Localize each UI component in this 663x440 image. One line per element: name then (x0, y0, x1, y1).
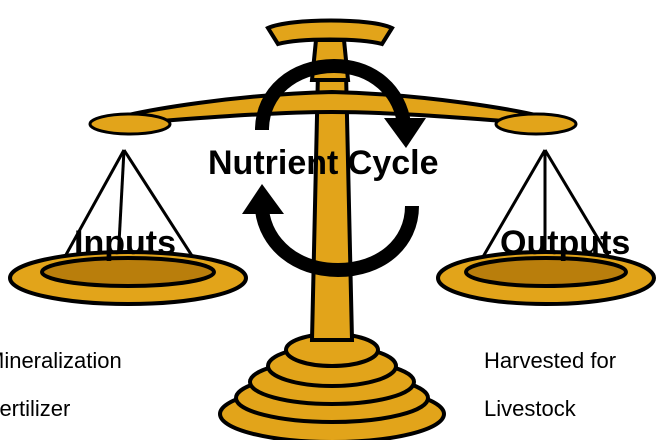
center-label: Nutrient Cycle (208, 144, 439, 182)
inputs-item-2: Fertilizer (0, 396, 71, 421)
left-pan (8, 250, 248, 306)
inputs-heading: Inputs (74, 224, 176, 262)
scale-top-cap (265, 18, 395, 47)
beam-end-right (494, 112, 578, 136)
beam-end-left (88, 112, 172, 136)
outputs-item-2: Livestock (484, 396, 576, 421)
outputs-heading: Outputs (500, 224, 631, 262)
inputs-item-1: Mineralization (0, 348, 122, 373)
cycle-arrows-icon (242, 58, 426, 278)
left-pan-strings (60, 149, 198, 263)
right-pan-strings (478, 149, 614, 263)
outputs-item-1: Harvested for (484, 348, 617, 373)
right-pan (436, 250, 656, 306)
scale-base (218, 332, 446, 440)
